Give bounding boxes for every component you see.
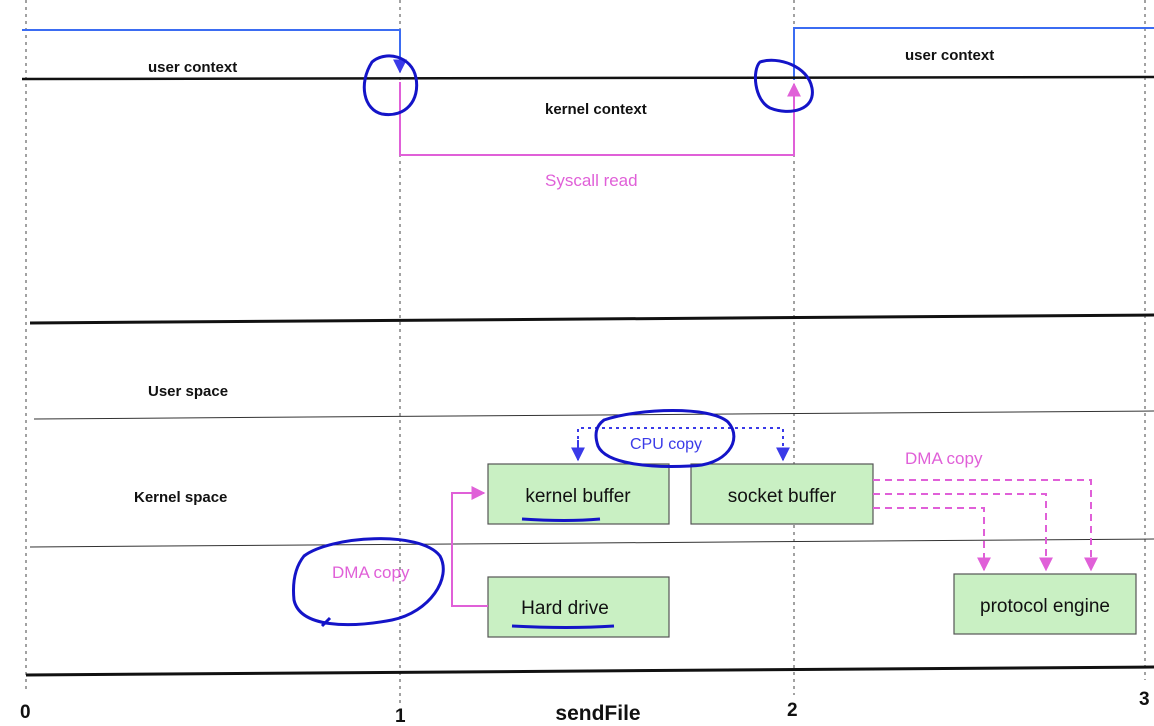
protocol-engine-label: protocol engine	[980, 596, 1110, 617]
annotation-underline-hard-drive	[511, 624, 615, 629]
dma-copy-arrow-right-1	[873, 507, 991, 572]
dma-copy-arrow-right-3	[873, 479, 1098, 572]
axis-tick-1: 1	[395, 706, 406, 726]
user-space-label: User space	[148, 383, 228, 400]
socket-buffer-label: socket buffer	[728, 486, 837, 507]
socket-buffer-box	[690, 463, 874, 525]
user-context-label-left: user context	[148, 59, 237, 76]
dma-copy-arrow-right-2	[873, 493, 1053, 572]
axis-tick-3: 3	[1139, 689, 1150, 710]
kernel-buffer-box	[487, 463, 670, 525]
kernel-context-label: kernel context	[545, 101, 647, 118]
annotation-circle-switch-2	[753, 58, 814, 113]
cpu-copy-label: CPU copy	[630, 436, 702, 453]
syscall-path	[399, 82, 801, 156]
kernel-space-label: Kernel space	[134, 489, 227, 506]
syscall-label: Syscall read	[545, 171, 638, 190]
kernel-buffer-label: kernel buffer	[525, 486, 631, 507]
user-context-line-right	[793, 27, 1154, 80]
user-kernel-divider	[33, 410, 1154, 420]
section-divider-bottom	[25, 665, 1154, 677]
axis-tick-2: 2	[787, 700, 798, 721]
hard-drive-label: Hard drive	[521, 598, 609, 619]
dma-copy-label-right: DMA copy	[905, 449, 983, 468]
user-context-label-right: user context	[905, 47, 994, 64]
section-divider-top	[29, 313, 1154, 325]
context-divider	[21, 75, 1154, 81]
protocol-engine-box	[953, 573, 1137, 635]
diagram-caption: sendFile	[555, 702, 640, 725]
kernel-hardware-divider	[29, 538, 1154, 548]
annotation-circle-switch-1	[362, 54, 419, 117]
dma-copy-label-left: DMA copy	[332, 563, 410, 582]
annotation-underline-kernel-buffer	[521, 517, 601, 522]
annotation-circle-cpu-copy	[594, 409, 736, 468]
axis-tick-0: 0	[20, 702, 31, 723]
annotation-circle-dma-copy	[292, 537, 445, 628]
dma-copy-arrow-left	[451, 486, 488, 607]
